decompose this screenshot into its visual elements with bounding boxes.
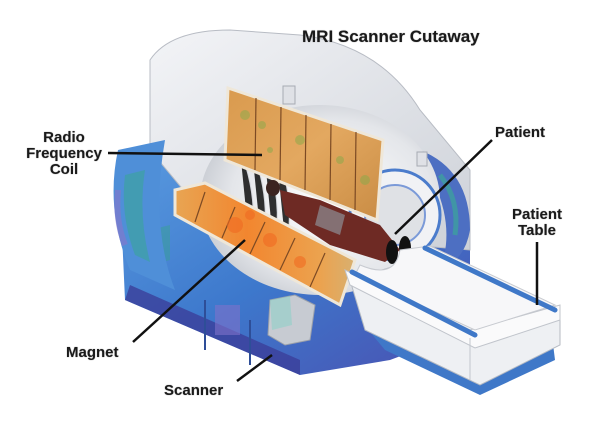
rf-coil-upper: [223, 85, 385, 223]
label-rf-coil-line3: Coil: [49, 161, 79, 178]
label-rf-coil: Radio Frequency Coil: [18, 130, 110, 178]
rf-coil-leader: [107, 151, 263, 157]
magnet-leader: [132, 239, 246, 343]
patient-table: [344, 245, 561, 395]
label-patient-table: Patient Table: [503, 207, 571, 239]
scanner-leader: [236, 353, 273, 383]
label-patient: Patient: [495, 124, 546, 141]
label-rf-coil-line1: Radio: [43, 129, 85, 146]
scanner-control-unit: [267, 294, 316, 346]
label-patient-table-line1: Patient: [511, 206, 562, 223]
label-magnet: Magnet: [66, 344, 119, 361]
label-scanner: Scanner: [164, 382, 224, 399]
patient-leader: [394, 139, 493, 235]
leader-lines: [107, 139, 539, 383]
label-patient-table-line2: Table: [517, 222, 557, 239]
patient-figure: [266, 180, 411, 264]
label-rf-coil-line2: Frequency: [26, 145, 102, 162]
diagram-title: MRI Scanner Cutaway: [302, 27, 480, 46]
magnet-coil-lower: [173, 181, 357, 308]
